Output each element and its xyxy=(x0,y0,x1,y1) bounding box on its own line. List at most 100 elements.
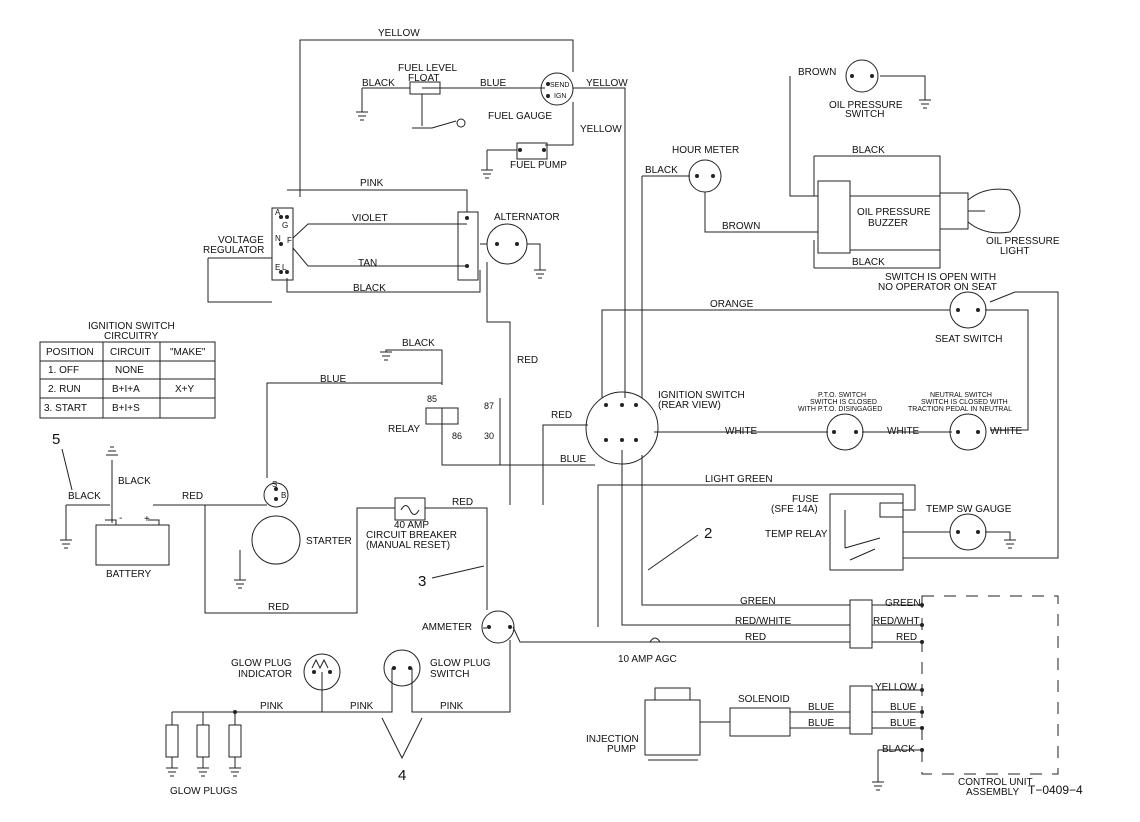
callout-3: 3 xyxy=(418,573,426,590)
label-fuse-type: (SFE 14A) xyxy=(771,504,818,515)
label-pin-87: 87 xyxy=(484,401,494,411)
ignition-table-grid xyxy=(39,341,216,419)
label-orange: ORANGE xyxy=(710,299,754,310)
oil-pressure-light-socket xyxy=(939,192,969,230)
glow-plug-indicator-filament xyxy=(311,658,329,670)
label-red-wht: RED/WHT xyxy=(873,616,920,627)
label-seat-switch: SEAT SWITCH xyxy=(935,334,1002,345)
label-pump: PUMP xyxy=(607,744,636,755)
fuel-pump xyxy=(516,142,548,160)
starter-solenoid xyxy=(263,482,289,508)
label-vr-a: A xyxy=(275,208,281,217)
drawing-number: T−0409−4 xyxy=(1028,783,1083,797)
solenoid xyxy=(729,707,791,737)
label-glow-plug-indicator-2: INDICATOR xyxy=(238,669,292,680)
glow-plug-1 xyxy=(165,724,179,758)
label-temp-relay: TEMP RELAY xyxy=(765,529,828,540)
label-yellow-down: YELLOW xyxy=(580,124,622,135)
oil-pressure-switch xyxy=(845,59,879,93)
label-red-start: RED xyxy=(268,602,289,613)
label-pin-86: 86 xyxy=(452,431,462,441)
label-fuel-gauge: FUEL GAUGE xyxy=(488,111,552,122)
label-black-buzzer-top: BLACK xyxy=(852,145,885,156)
label-black-vr: BLACK xyxy=(353,283,386,294)
label-red-white: RED/WHITE xyxy=(735,616,791,627)
label-glow-plug-switch-1: GLOW PLUG xyxy=(430,658,491,669)
label-red-ign: RED xyxy=(551,410,572,421)
label-blue-cu-b: BLUE xyxy=(890,718,916,729)
label-brown-oil: BROWN xyxy=(798,67,836,78)
label-pto-1: P.T.O. SWITCH xyxy=(818,392,866,399)
fuel-float-ball xyxy=(456,118,466,128)
callout-4: 4 xyxy=(398,767,406,784)
table-cell: X+Y xyxy=(175,384,195,395)
table-header-position: POSITION xyxy=(46,347,94,358)
label-glow-plug-switch-2: SWITCH xyxy=(430,669,469,680)
alternator-connector xyxy=(457,211,479,281)
label-fuel-pump: FUEL PUMP xyxy=(510,160,567,171)
label-blue-sol-a: BLUE xyxy=(808,702,834,713)
table-cell: NONE xyxy=(115,365,144,376)
label-plus: + xyxy=(144,514,150,525)
temp-relay-contacts xyxy=(844,510,881,561)
label-red-cb: RED xyxy=(452,497,473,508)
label-red-bat: RED xyxy=(182,491,203,502)
label-ammeter: AMMETER xyxy=(422,622,472,633)
label-10-amp-agc: 10 AMP AGC xyxy=(618,654,677,665)
label-hour-meter: HOUR METER xyxy=(672,145,739,156)
label-float: FLOAT xyxy=(408,73,439,84)
label-yellow-top: YELLOW xyxy=(378,28,420,39)
label-pto-3: WITH P.T.O. DISINGAGED xyxy=(798,406,882,413)
fuel-float-arm xyxy=(412,94,457,129)
temp-sw-gauge xyxy=(949,513,987,551)
seat-switch xyxy=(949,291,987,329)
label-blue-float: BLUE xyxy=(480,78,506,89)
starter-motor xyxy=(251,515,301,565)
control-unit xyxy=(921,595,1059,775)
label-yellow-cu: YELLOW xyxy=(875,682,917,693)
label-white-a: WHITE xyxy=(725,426,758,437)
table-cell: 2. RUN xyxy=(48,384,81,395)
label-starter: STARTER xyxy=(306,536,352,547)
label-oil-pressure-light-1: OIL PRESSURE xyxy=(986,236,1060,247)
label-red-alt: RED xyxy=(517,355,538,366)
label-battery: BATTERY xyxy=(106,569,152,580)
label-black-cu: BLACK xyxy=(882,744,915,755)
label-blue-cu-a: BLUE xyxy=(890,702,916,713)
glow-plug-leads xyxy=(171,757,236,768)
label-green-a: GREEN xyxy=(740,596,776,607)
label-black-relay: BLACK xyxy=(402,338,435,349)
pto-switch xyxy=(826,413,864,451)
label-pto-2: SWITCH IS CLOSED xyxy=(810,399,877,406)
injection-pump-top xyxy=(648,687,698,761)
hour-meter xyxy=(688,159,722,193)
label-oil-pressure-light-2: LIGHT xyxy=(1000,246,1029,257)
connector-block-top xyxy=(849,599,873,649)
label-violet: VIOLET xyxy=(352,213,388,224)
label-blue-sol-b: BLUE xyxy=(808,718,834,729)
wires xyxy=(65,39,1059,782)
label-blue-ign: BLUE xyxy=(560,454,586,465)
table-header-circuit: CIRCUIT xyxy=(110,347,151,358)
circuit-breaker xyxy=(394,497,426,521)
label-injection: INJECTION xyxy=(586,734,639,745)
label-pink-a: PINK xyxy=(260,701,284,712)
label-ign: IGN xyxy=(554,93,566,100)
label-oil-pressure-switch-2: SWITCH xyxy=(845,109,884,120)
label-minus: - xyxy=(119,513,122,524)
label-send: SEND xyxy=(550,82,569,89)
label-yellow-right: YELLOW xyxy=(586,78,628,89)
pointer-3 xyxy=(431,565,485,579)
callout-5: 5 xyxy=(52,431,60,448)
fuse-holder xyxy=(879,502,904,518)
table-cell: 1. OFF xyxy=(48,365,79,376)
battery xyxy=(95,524,170,566)
label-pink-top: PINK xyxy=(360,178,384,189)
glow-plug-indicator xyxy=(303,653,341,691)
label-black-buzzer-bottom: BLACK xyxy=(852,257,885,268)
label-glow-plugs: GLOW PLUGS xyxy=(170,786,238,797)
label-white-b: WHITE xyxy=(887,426,920,437)
label-switch-open-1: SWITCH IS OPEN WITH xyxy=(885,272,996,283)
label-light-green: LIGHT GREEN xyxy=(705,474,773,485)
